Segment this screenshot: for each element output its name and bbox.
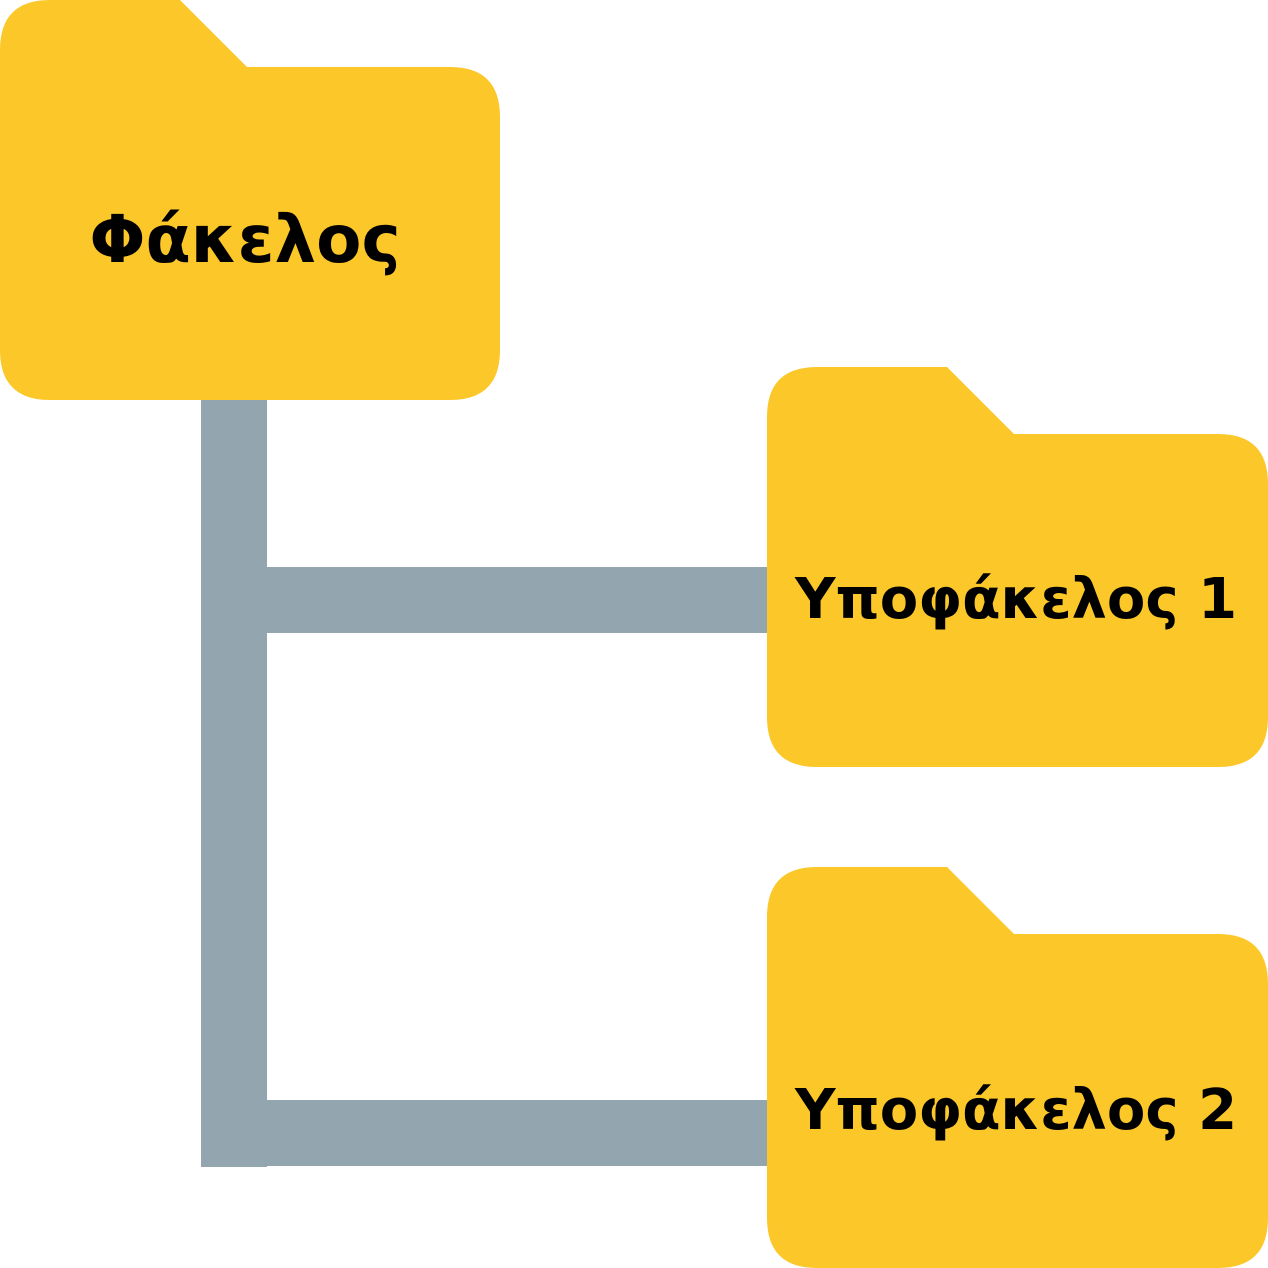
tree-connector xyxy=(201,395,776,1167)
folder-icon[interactable] xyxy=(767,367,1268,767)
subfolder-1-label: Υποφάκελος 1 xyxy=(794,567,1238,632)
root-folder-label: Φάκελος xyxy=(89,201,401,278)
connector-branch-2 xyxy=(201,1100,776,1166)
folder-icon[interactable] xyxy=(0,0,500,400)
connector-branch-1 xyxy=(201,567,776,633)
subfolder-2-label: Υποφάκελος 2 xyxy=(794,1078,1238,1143)
folder-icon[interactable] xyxy=(767,867,1268,1268)
connector-vertical xyxy=(201,395,267,1167)
